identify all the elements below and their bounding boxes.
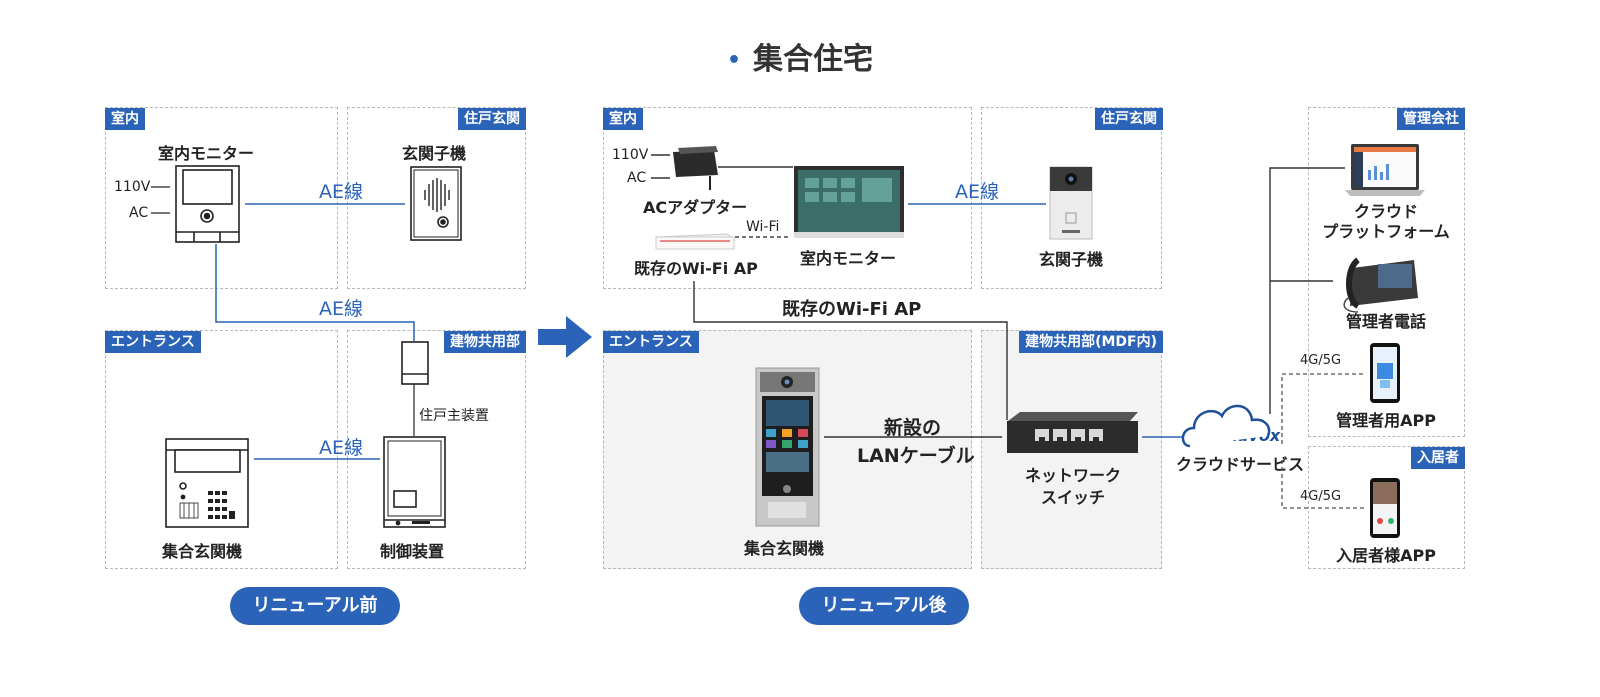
after-renewal-button[interactable]: リニューアル後 xyxy=(799,587,969,625)
after-tag-entrance: エントランス xyxy=(603,331,699,353)
after-tag-entrance-door: 住戸玄関 xyxy=(1095,108,1163,130)
tag-resident: 入居者 xyxy=(1411,447,1465,469)
before-indoor-monitor-icon xyxy=(175,165,240,243)
before-zone-entrance xyxy=(105,330,338,569)
after-lobby-station-label: 集合玄関機 xyxy=(744,539,825,558)
before-ae-line-label-1: AE線 xyxy=(319,181,364,203)
title-text: 集合住宅 xyxy=(753,42,874,77)
before-tag-common: 建物共用部 xyxy=(444,331,526,353)
after-new-lan-label-1: 新設の xyxy=(884,417,942,439)
cloud-service-label: クラウドサービス xyxy=(1176,455,1305,474)
before-zone-common xyxy=(347,330,526,569)
after-existing-ap-line-label: 既存のWi-Fi AP xyxy=(782,299,922,320)
after-switch-label-2: スイッチ xyxy=(1040,488,1105,507)
arrow-right-icon xyxy=(538,316,592,358)
before-door-station-icon xyxy=(410,166,462,241)
after-existing-ap-label: 既存のWi-Fi AP xyxy=(634,259,758,278)
tag-management-company: 管理会社 xyxy=(1397,108,1465,130)
platform-label-2: プラットフォーム xyxy=(1322,222,1450,241)
after-tag-common: 建物共用部(MDF内) xyxy=(1019,331,1163,353)
resident-smartphone-icon xyxy=(1370,478,1400,538)
before-ae-wire-middle xyxy=(215,244,415,341)
before-controller-label: 制御装置 xyxy=(380,542,445,561)
before-tag-entrance: エントランス xyxy=(105,331,201,353)
before-door-station-label: 玄関子機 xyxy=(402,144,467,163)
admin-phone-label: 管理者電話 xyxy=(1345,312,1426,331)
cloud-icon xyxy=(1181,404,1271,448)
after-volt-label: 110V xyxy=(612,147,649,163)
network-label-1: 4G/5G xyxy=(1300,353,1342,368)
before-controller-icon xyxy=(383,436,446,528)
wifi-ap-icon xyxy=(654,233,737,250)
video-door-icon xyxy=(1049,166,1093,240)
before-indoor-monitor-label: 室内モニター xyxy=(158,144,255,163)
after-indoor-monitor-label: 室内モニター xyxy=(800,249,897,268)
after-wires xyxy=(651,154,1008,438)
network-label-2: 4G/5G xyxy=(1300,489,1342,504)
platform-label-1: クラウド xyxy=(1353,202,1418,221)
before-ae-line-label-2: AE線 xyxy=(319,298,364,320)
admin-smartphone-icon xyxy=(1370,343,1400,403)
network-switch-icon xyxy=(1007,412,1138,453)
admin-app-label: 管理者用APP xyxy=(1336,411,1436,430)
before-renewal-button[interactable]: リニューアル前 xyxy=(230,587,400,625)
after-wifi-label: Wi-Fi xyxy=(746,219,780,235)
before-ae-line-label-3: AE線 xyxy=(319,437,364,459)
before-wires xyxy=(215,203,415,460)
before-ticks xyxy=(151,186,415,436)
after-switch-label-1: ネットワーク xyxy=(1024,466,1121,485)
before-unit-device-icon xyxy=(401,341,429,385)
after-zone-indoor xyxy=(603,107,972,289)
after-existing-ap-wire xyxy=(693,281,1008,420)
before-tag-entrance-door: 住戸玄関 xyxy=(458,108,526,130)
before-zone-entrance-door xyxy=(347,107,526,289)
touch-monitor-icon xyxy=(794,166,904,238)
after-new-lan-label-2: LANケーブル xyxy=(857,445,975,467)
before-tag-indoor: 室内 xyxy=(105,108,145,130)
management-wires xyxy=(1269,167,1345,414)
zone-resident xyxy=(1308,446,1465,569)
before-volt-label: 110V xyxy=(114,179,151,195)
resident-app-label: 入居者様APP xyxy=(1336,546,1436,565)
before-zone-indoor xyxy=(105,107,338,289)
zone-management-company xyxy=(1308,107,1465,437)
before-lobby-station-icon xyxy=(165,438,249,528)
laptop-icon xyxy=(1345,144,1425,196)
before-unit-device-label: 住戸主装置 xyxy=(419,408,489,424)
desk-phone-icon xyxy=(1343,257,1418,313)
after-ac-adapter-label: ACアダプター xyxy=(643,198,748,217)
after-tag-indoor: 室内 xyxy=(603,108,643,130)
page-title: • 集合住宅 xyxy=(0,34,1600,78)
before-ac-label: AC xyxy=(129,205,149,221)
lobby-touch-panel-icon xyxy=(755,367,820,527)
mobile-wires xyxy=(1281,373,1366,509)
after-door-station-label: 玄関子機 xyxy=(1039,250,1104,269)
after-ac-label: AC xyxy=(627,170,647,186)
title-bullet: • xyxy=(726,48,742,73)
before-lobby-station-label: 集合玄関機 xyxy=(162,542,243,561)
ac-adapter-icon xyxy=(673,146,718,190)
after-zone-entrance-door xyxy=(981,107,1162,289)
after-ae-line-label: AE線 xyxy=(955,181,1000,203)
